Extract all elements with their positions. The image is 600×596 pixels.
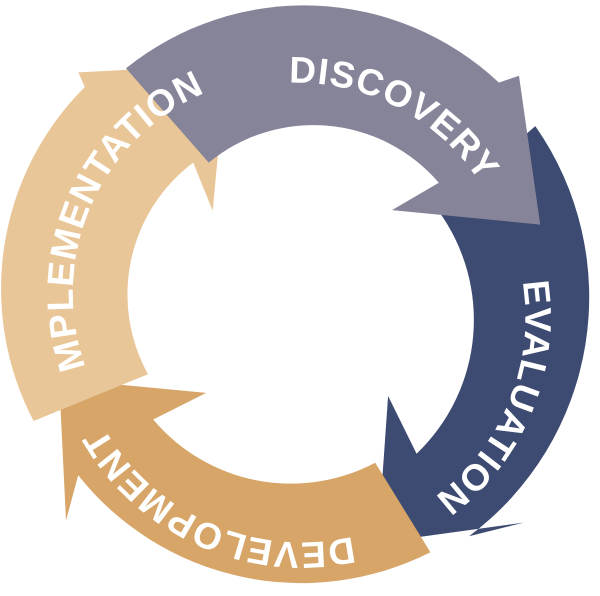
discovery-arrow xyxy=(126,5,541,225)
evaluation-arrow xyxy=(377,126,590,543)
implementation-arrow xyxy=(1,64,227,422)
development-arrow xyxy=(59,379,431,584)
